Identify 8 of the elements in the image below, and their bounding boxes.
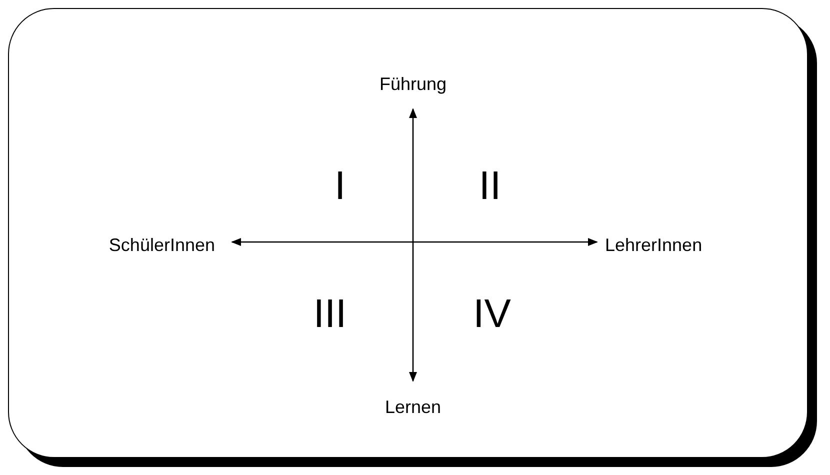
axis-label: SchülerInnen — [108, 236, 215, 254]
quadrant-number: I — [334, 166, 346, 206]
axis-label: Führung — [379, 75, 447, 93]
quadrant-number: IV — [473, 294, 511, 334]
axis-label: Lernen — [384, 398, 442, 416]
quadrant-number: II — [478, 166, 502, 206]
axis-label: LehrerInnen — [605, 236, 702, 254]
quadrant-number: III — [313, 294, 347, 334]
